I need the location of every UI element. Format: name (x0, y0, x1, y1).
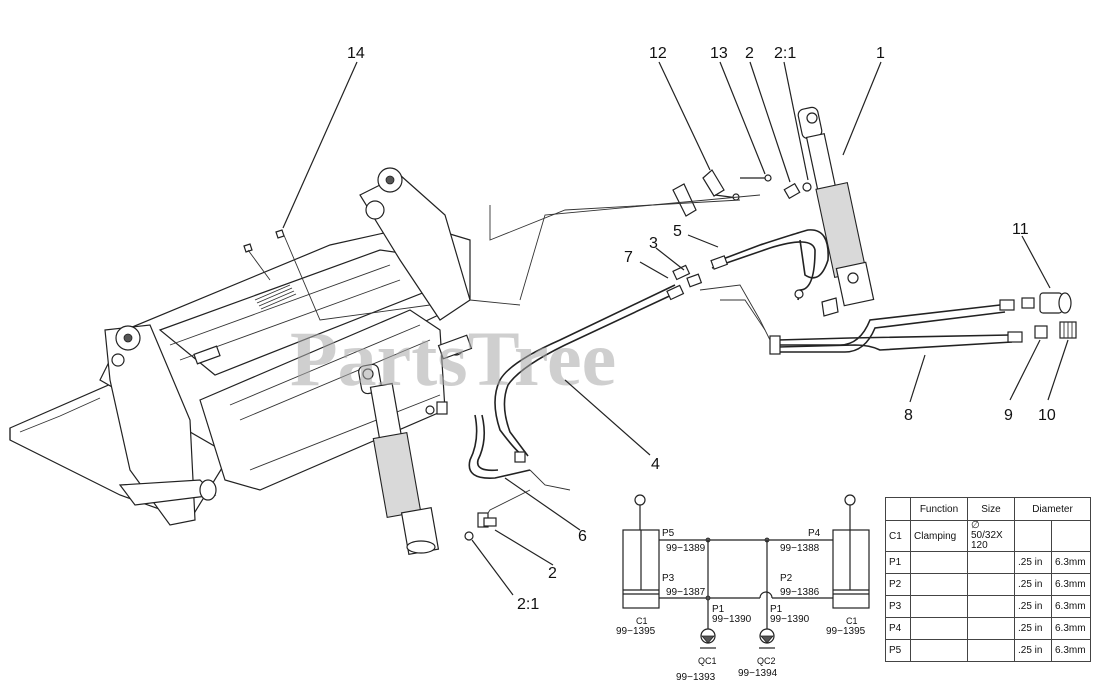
label-p1-right-part: 99−1390 (770, 614, 810, 625)
table-row: P3 .25 in 6.3mm (885, 595, 1091, 618)
spec-cell-dia-mm: 6.3mm (1051, 639, 1091, 662)
spec-header-size: Size (967, 497, 1015, 521)
callout-1: 1 (876, 45, 885, 62)
callout-2-1-bottom: 2:1 (517, 596, 539, 613)
callout-6: 6 (578, 528, 587, 545)
callout-2-top: 2 (745, 45, 754, 62)
spec-cell-size (967, 573, 1015, 596)
spec-cell-dia-mm: 6.3mm (1051, 617, 1091, 640)
spec-cell-function: Clamping (910, 520, 968, 552)
label-c1-left-part: 99−1395 (616, 626, 656, 637)
spec-cell-dia-in: .25 in (1014, 617, 1052, 640)
label-qc1-part: 99−1393 (676, 672, 716, 683)
schematic-cylinder-left (622, 494, 660, 609)
spec-cell-dia-mm: 6.3mm (1051, 595, 1091, 618)
label-qc2: QC2 (757, 656, 776, 666)
table-row: P1 .25 in 6.3mm (885, 551, 1091, 574)
callout-13: 13 (710, 45, 728, 62)
table-row: P5 .25 in 6.3mm (885, 639, 1091, 662)
spec-cell-dia-mm (1051, 520, 1091, 552)
label-c1-right-part: 99−1395 (826, 626, 866, 637)
spec-cell-dia-mm: 6.3mm (1051, 573, 1091, 596)
spec-cell-size (967, 617, 1015, 640)
schematic-qc2 (759, 628, 775, 649)
label-p2-part: 99−1386 (780, 587, 820, 598)
spec-cell-function (910, 595, 968, 618)
callout-14: 14 (347, 45, 365, 62)
spec-table: Function Size Diameter C1 Clamping ∅ 50/… (885, 497, 1091, 662)
spec-cell-dia-in: .25 in (1014, 573, 1052, 596)
spec-cell-function (910, 639, 968, 662)
label-c1-left: C1 (636, 616, 648, 626)
label-qc2-part: 99−1394 (738, 668, 778, 679)
callout-2-bottom: 2 (548, 565, 557, 582)
spec-cell-id: C1 (885, 520, 911, 552)
table-row: P2 .25 in 6.3mm (885, 573, 1091, 596)
table-row: C1 Clamping ∅ 50/32X 120 (885, 520, 1091, 552)
spec-cell-size: ∅ 50/32X 120 (967, 520, 1015, 552)
quick-couplers (1021, 292, 1077, 339)
label-p5-part: 99−1389 (666, 543, 706, 554)
spec-cell-size (967, 595, 1015, 618)
callout-12: 12 (649, 45, 667, 62)
label-p4: P4 (808, 528, 821, 539)
spec-cell-dia-mm: 6.3mm (1051, 551, 1091, 574)
label-p1-left-part: 99−1390 (712, 614, 752, 625)
spec-cell-function (910, 573, 968, 596)
spec-cell-dia-in: .25 in (1014, 551, 1052, 574)
label-c1-right: C1 (846, 616, 858, 626)
label-qc1: QC1 (698, 656, 717, 666)
callout-8: 8 (904, 407, 913, 424)
callout-4: 4 (651, 456, 660, 473)
spec-cell-dia-in: .25 in (1014, 639, 1052, 662)
label-p3-part: 99−1387 (666, 587, 706, 598)
spec-table-header: Function Size Diameter (885, 497, 1091, 521)
label-p2: P2 (780, 573, 793, 584)
spec-cell-dia-in: .25 in (1014, 595, 1052, 618)
spec-header-id (885, 497, 911, 521)
spec-cell-dia-in (1014, 520, 1052, 552)
table-row: P4 .25 in 6.3mm (885, 617, 1091, 640)
label-p1-left: P1 (712, 604, 725, 615)
leader-lines (282, 61, 1069, 596)
spec-cell-id: P1 (885, 551, 911, 574)
spec-cell-function (910, 551, 968, 574)
callout-7: 7 (624, 249, 633, 266)
spec-cell-id: P5 (885, 639, 911, 662)
callout-9: 9 (1004, 407, 1013, 424)
hydraulic-schematic: P5 99−1389 P4 99−1388 P3 99−1387 P2 99−1… (616, 494, 870, 683)
spec-cell-size (967, 551, 1015, 574)
watermark: PartsTree (290, 315, 616, 402)
label-p4-part: 99−1388 (780, 543, 820, 554)
callout-10: 10 (1038, 407, 1056, 424)
callout-2-1-top: 2:1 (774, 45, 796, 62)
left-clamp-cylinder (358, 334, 473, 555)
schematic-cylinder-right (832, 494, 870, 609)
callout-5: 5 (673, 223, 682, 240)
label-p1-right: P1 (770, 604, 783, 615)
callout-11: 11 (1012, 221, 1029, 238)
hatch-marks (254, 284, 297, 310)
spec-cell-id: P4 (885, 617, 911, 640)
callout-numbers: 14 12 13 2 2:1 1 5 3 7 11 8 9 10 4 6 2 2… (347, 45, 1056, 613)
spec-cell-function (910, 617, 968, 640)
spec-cell-id: P3 (885, 595, 911, 618)
right-clamp-cylinder (797, 106, 875, 317)
spec-cell-id: P2 (885, 573, 911, 596)
hose-clamp-brackets (672, 169, 772, 217)
spec-header-function: Function (910, 497, 968, 521)
hydraulic-hoses (468, 229, 1023, 479)
label-p5: P5 (662, 528, 675, 539)
callout-3: 3 (649, 235, 658, 252)
spec-cell-size (967, 639, 1015, 662)
spec-header-diameter: Diameter (1014, 497, 1091, 521)
schematic-qc1 (700, 628, 716, 649)
elbow-fittings (425, 182, 812, 541)
label-p3: P3 (662, 573, 675, 584)
